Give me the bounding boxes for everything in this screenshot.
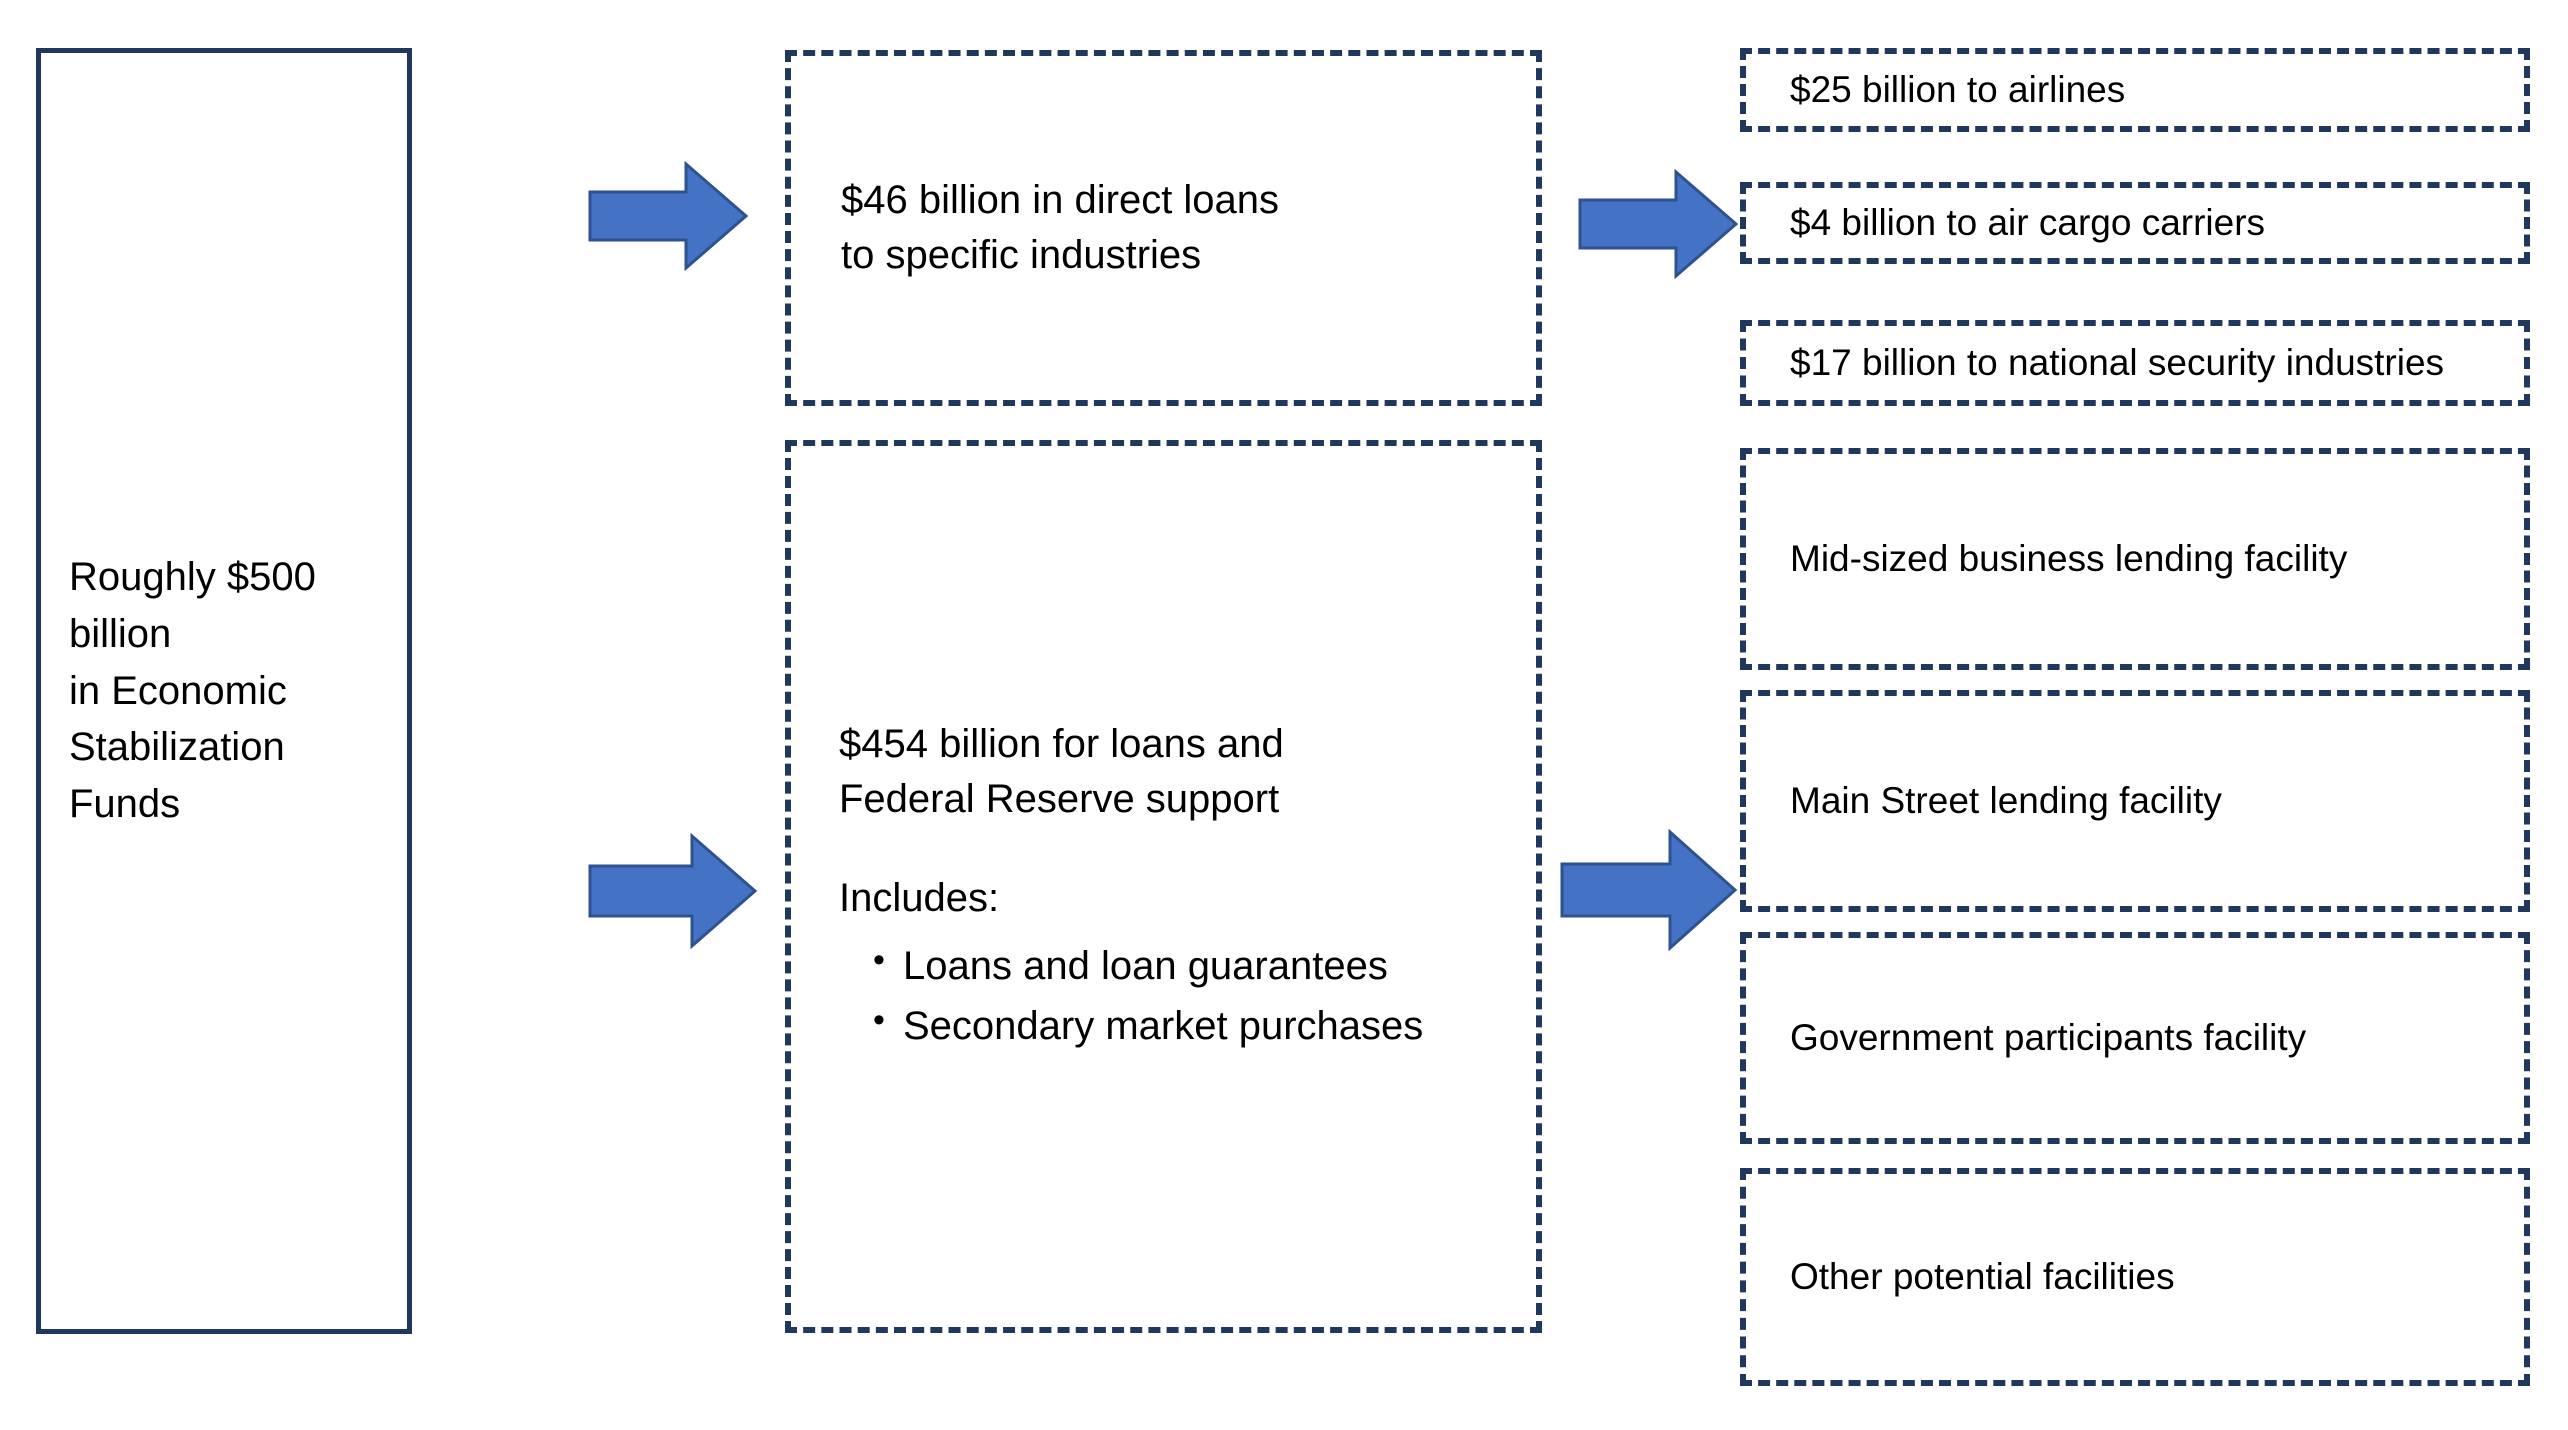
outcome-node-air-cargo-carriers: $4 billion to air cargo carriers — [1740, 182, 2530, 264]
branch-node-fed-support-bullet-list: Loans and loan guarantees Secondary mark… — [839, 935, 1488, 1056]
outcome-node-other-potential-facilities: Other potential facilities — [1740, 1168, 2530, 1386]
branch-node-fed-support: $454 billion for loans and Federal Reser… — [785, 440, 1542, 1333]
outcome-node-national-security-industries: $17 billion to national security industr… — [1740, 320, 2530, 406]
source-node-label: Roughly $500 billion in Economic Stabili… — [69, 555, 316, 827]
outcome-node-government-participants-facility: Government participants facility — [1740, 932, 2530, 1144]
branch-node-fed-support-lead: $454 billion for loans and Federal Reser… — [839, 721, 1284, 821]
branch-node-direct-loans: $46 billion in direct loans to specific … — [785, 50, 1542, 406]
outcome-node-airlines: $25 billion to airlines — [1740, 48, 2530, 132]
right-arrow-icon-source-to-fed-support — [588, 832, 758, 950]
right-arrow-icon-direct-loans-to-outcomes — [1578, 168, 1738, 280]
list-item: Loans and loan guarantees — [873, 935, 1488, 996]
outcome-node-mid-sized-business-lending-facility: Mid-sized business lending facility — [1740, 448, 2530, 670]
branch-node-fed-support-body: $454 billion for loans and Federal Reser… — [839, 717, 1488, 1057]
outcome-node-other-potential-facilities-label: Other potential facilities — [1790, 1255, 2175, 1297]
right-arrow-icon-fed-support-to-outcomes — [1560, 828, 1738, 952]
list-item: Secondary market purchases — [873, 995, 1488, 1056]
outcome-node-government-participants-facility-label: Government participants facility — [1790, 1016, 2307, 1058]
outcome-node-main-street-lending-facility-label: Main Street lending facility — [1790, 779, 2222, 821]
branch-node-fed-support-includes-label: Includes: — [839, 876, 1000, 921]
outcome-node-airlines-label: $25 billion to airlines — [1790, 68, 2126, 110]
outcome-node-air-cargo-carriers-label: $4 billion to air cargo carriers — [1790, 201, 2266, 243]
right-arrow-icon-source-to-direct-loans — [588, 160, 748, 272]
outcome-node-national-security-industries-label: $17 billion to national security industr… — [1790, 341, 2445, 383]
branch-node-direct-loans-label: $46 billion in direct loans to specific … — [841, 177, 1280, 277]
source-node-stabilization-funds: Roughly $500 billion in Economic Stabili… — [36, 48, 412, 1334]
outcome-node-mid-sized-business-lending-facility-label: Mid-sized business lending facility — [1790, 537, 2348, 579]
outcome-node-main-street-lending-facility: Main Street lending facility — [1740, 690, 2530, 912]
